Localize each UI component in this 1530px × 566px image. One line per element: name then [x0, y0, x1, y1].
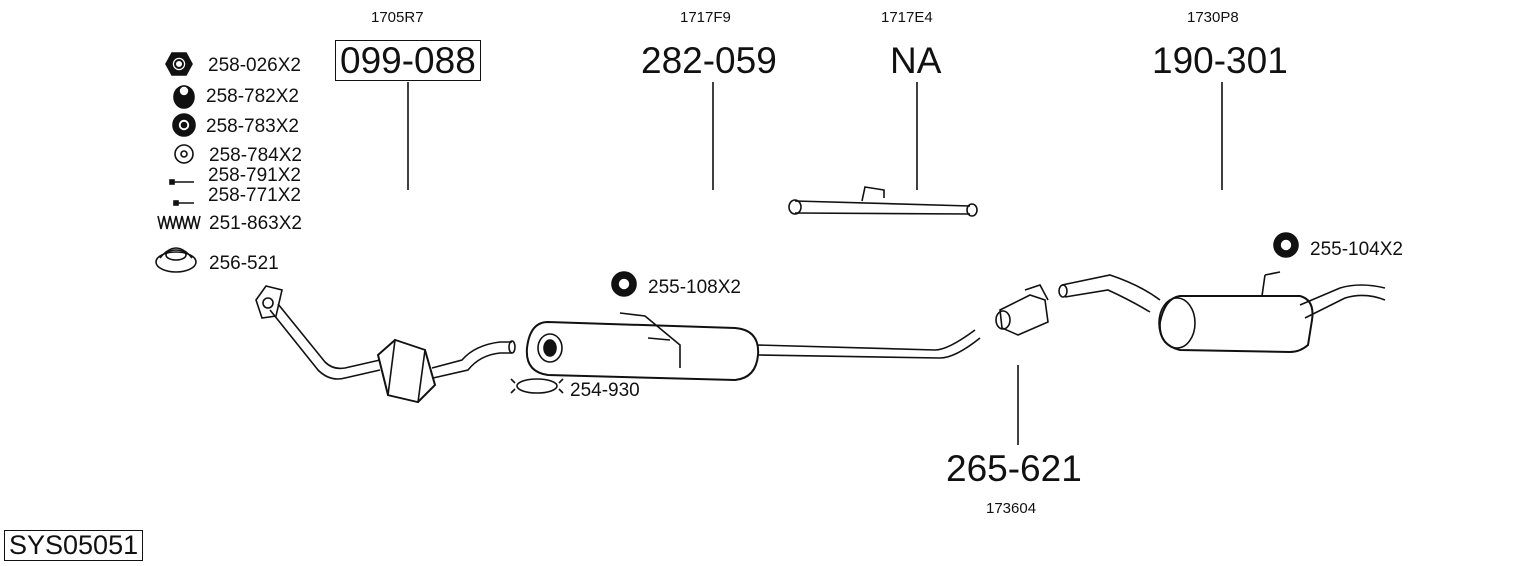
hardware-label[interactable]: 258-783X2 — [206, 116, 299, 137]
spring-icon — [157, 215, 201, 230]
grommet-icon — [172, 113, 196, 137]
gasket-ring-icon — [155, 247, 197, 273]
hardware-label[interactable]: 258-791X2 — [208, 165, 301, 186]
part-number-front-pipe[interactable]: 099-088 — [335, 40, 481, 81]
bolt-icon — [173, 200, 194, 206]
part-code-rear-silencer: 1730P8 — [1187, 9, 1239, 26]
system-id: SYS05051 — [4, 530, 144, 561]
center-silencer — [525, 312, 981, 382]
rubber-hanger-icon — [1273, 232, 1299, 258]
hardware-label[interactable]: 251-863X2 — [209, 213, 302, 234]
hardware-label[interactable]: 258-771X2 — [208, 185, 301, 206]
hardware-label[interactable]: 256-521 — [209, 253, 279, 274]
part-number-intermediate-pipe[interactable]: NA — [890, 40, 942, 81]
clamp-icon — [510, 378, 564, 394]
part-code-front-pipe: 1705R7 — [371, 9, 424, 26]
hardware-label[interactable]: 258-784X2 — [209, 145, 302, 166]
washer-icon — [174, 144, 194, 164]
hex-nut-icon — [165, 52, 193, 76]
part-code-center-silencer: 1717F9 — [680, 9, 731, 26]
part-code-connector: 173604 — [986, 500, 1037, 517]
connector-clamp — [995, 284, 1049, 336]
rubber-bush-icon — [173, 85, 195, 109]
callout-label[interactable]: 255-104X2 — [1310, 239, 1403, 260]
front-pipe-catalytic-converter — [255, 285, 516, 404]
part-code-intermediate-pipe: 1717E4 — [881, 9, 933, 26]
part-number-center-silencer[interactable]: 282-059 — [641, 40, 777, 81]
hardware-label[interactable]: 258-026X2 — [208, 55, 301, 76]
callout-label[interactable]: 254-930 — [570, 380, 640, 401]
part-number-connector[interactable]: 265-621 — [946, 448, 1082, 489]
intermediate-pipe — [788, 186, 978, 217]
callout-label[interactable]: 255-108X2 — [648, 277, 741, 298]
hardware-label[interactable]: 258-782X2 — [206, 86, 299, 107]
rear-silencer — [1058, 271, 1386, 354]
rubber-hanger-icon — [611, 271, 637, 297]
part-number-rear-silencer[interactable]: 190-301 — [1152, 40, 1288, 81]
bolt-icon — [169, 179, 194, 185]
